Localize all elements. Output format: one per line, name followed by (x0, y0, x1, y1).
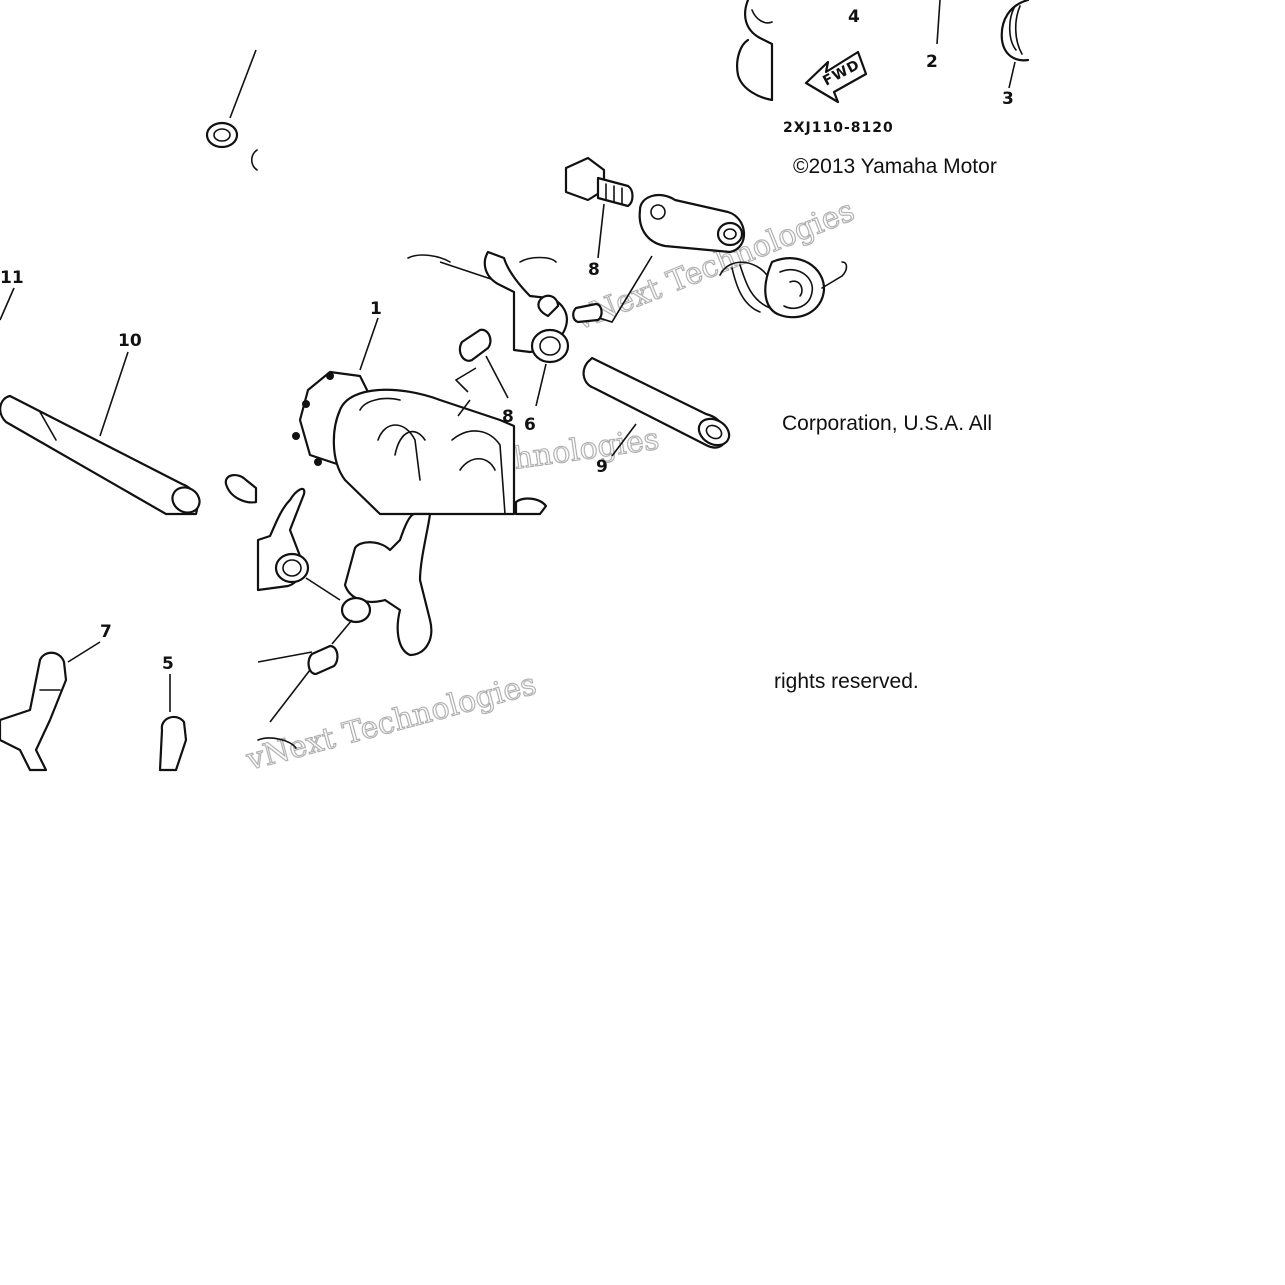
part-7-shift-fork: 7 (0, 622, 112, 772)
circlip (205, 49, 258, 171)
part-10-shaft: 11 10 (0, 268, 201, 516)
fwd-arrow-icon: FWD (804, 50, 868, 104)
pin-part-8: 8 (454, 328, 514, 427)
part-6-lever: 6 (407, 250, 603, 435)
part-code: 2XJ110-8120 (783, 120, 894, 136)
callout-3: 3 (1002, 89, 1014, 109)
callout-8-top: 8 (588, 260, 600, 280)
small-fork-fragment (224, 474, 258, 504)
part-5: 5 (158, 654, 188, 772)
shift-fork-cluster (256, 487, 433, 749)
watermark-text-3: vNext Technologies (242, 667, 540, 778)
return-spring (719, 257, 848, 319)
copyright-line-2: Corporation, U.S.A. All (782, 412, 992, 435)
callout-1: 1 (370, 299, 382, 319)
stopper-plate (579, 193, 746, 323)
callout-4: 4 (848, 7, 860, 27)
bolt-part-8: 8 (564, 156, 634, 280)
callout-7: 7 (100, 622, 112, 642)
callout-11: 11 (0, 268, 24, 288)
callout-6: 6 (524, 415, 536, 435)
part-9-shaft: 9 (582, 356, 731, 477)
callout-10: 10 (118, 331, 142, 351)
copyright-line-3: rights reserved. (774, 670, 919, 693)
callout-5: 5 (162, 654, 174, 674)
cam-fragment (514, 497, 548, 516)
callout-9: 9 (596, 457, 608, 477)
callout-2: 2 (926, 52, 938, 72)
copyright-line-1: ©2013 Yamaha Motor (793, 155, 997, 178)
callout-8-mid: 8 (502, 407, 514, 427)
inset-top-right: FWD 4 2 3 2XJ110-8120 (736, 0, 1030, 136)
shift-drum: 1 (292, 299, 516, 516)
